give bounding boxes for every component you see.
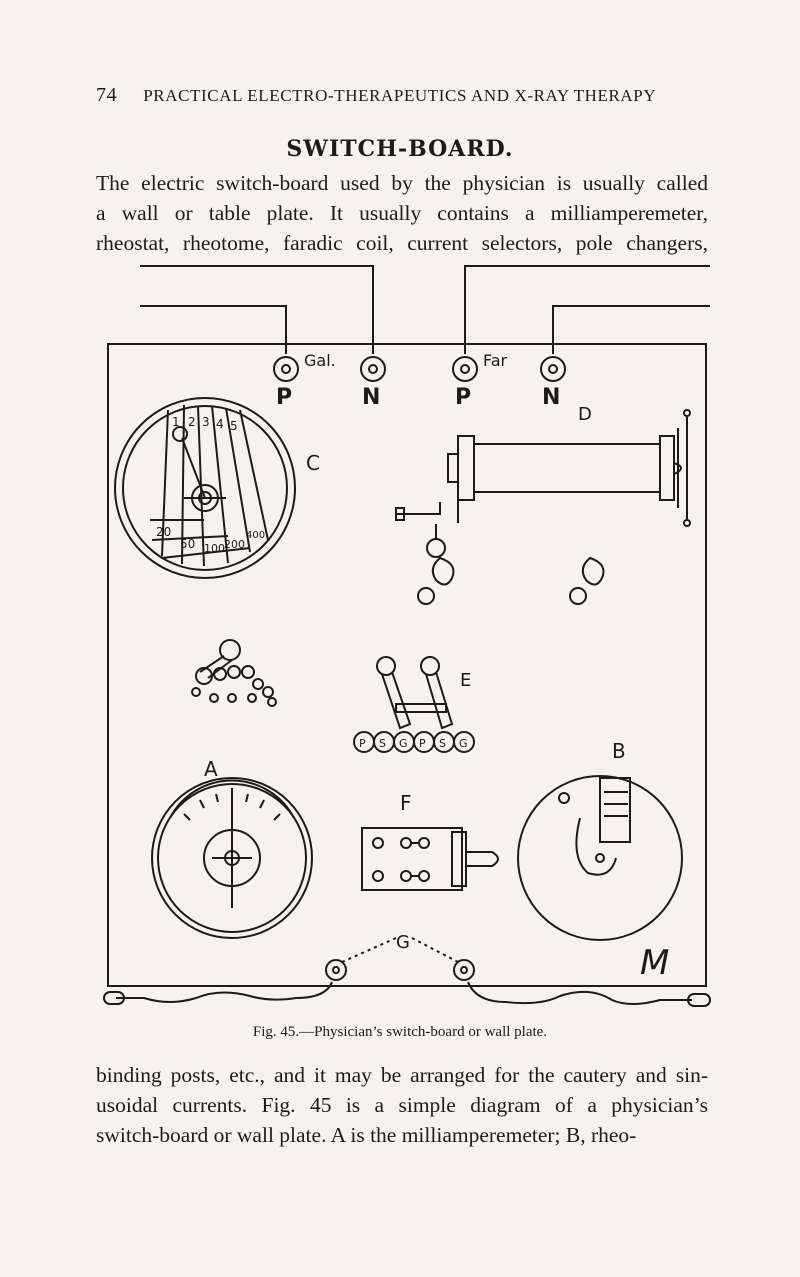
label-c: C: [306, 451, 320, 475]
page-number: 74: [96, 84, 118, 106]
section-title: SWITCH-BOARD.: [286, 136, 514, 162]
pole-changer: [191, 639, 277, 707]
selector-posts: [353, 731, 475, 753]
paragraph-1: The electric switch-board used by the ph…: [96, 168, 708, 258]
board-outline: [107, 343, 707, 987]
faradic-terminal-label: Far: [483, 351, 508, 370]
label-a: A: [204, 757, 218, 781]
binding-post: [360, 356, 386, 382]
figure-caption: Fig. 45.—Physician’s switch-board or wal…: [252, 1024, 548, 1040]
selector-post-letter: S: [379, 737, 386, 750]
paragraph-2: binding posts, etc., and it may be arran…: [96, 1060, 708, 1150]
figure-45: Gal. Far P N P N: [100, 258, 720, 1018]
supply-wires: [140, 265, 710, 354]
faradic-coil: [395, 409, 691, 605]
galvanic-terminal-label: Gal.: [304, 351, 336, 370]
running-head-title: PRACTICAL ELECTRO-THERAPEUTICS AND X-RAY…: [143, 86, 657, 105]
selector-post-letter: P: [359, 737, 366, 750]
selector-post-letter: S: [439, 737, 446, 750]
rheotome: [361, 827, 499, 891]
pole-label: N: [362, 385, 380, 410]
selector-post-letter: G: [459, 737, 468, 750]
bottom-binding-posts: [325, 937, 475, 981]
pole-label: N: [542, 385, 560, 410]
rheostat-scale-label: 20: [156, 525, 171, 539]
binding-post: [273, 356, 299, 382]
paragraph-1-line: The electric switch-board used by the ph…: [96, 171, 708, 195]
rheostat-scale-label: 400: [246, 530, 265, 541]
rheostat-scale-label: 3: [202, 415, 210, 429]
label-f: F: [400, 791, 412, 815]
paragraph-1-line: a wall or table plate. It usually contai…: [96, 201, 708, 225]
milliamperemeter: [151, 777, 313, 939]
label-d: D: [578, 404, 592, 425]
pole-label: P: [455, 385, 471, 410]
rheostat-scale-label: 200: [224, 538, 245, 551]
rheostat-dial: [114, 397, 296, 579]
selector-post-letter: G: [399, 737, 408, 750]
rheostat-scale-label: 100: [204, 542, 225, 555]
paragraph-2-line: usoidal currents. Fig. 45 is a simple di…: [96, 1093, 708, 1117]
label-e: E: [460, 670, 471, 691]
pole-label: P: [276, 385, 292, 410]
switchboard-diagram: Gal. Far P N P N: [103, 265, 711, 1007]
rheostat-scale-label: 2: [188, 415, 196, 429]
label-b: B: [612, 739, 626, 763]
rheotome-b-disk: [517, 775, 683, 941]
rheostat-scale-label: 50: [180, 537, 195, 551]
current-selector: [376, 656, 454, 730]
binding-post: [452, 356, 478, 382]
rheostat-scale-label: 5: [230, 419, 238, 433]
selector-post-letter: P: [419, 737, 426, 750]
paragraph-2-line: binding posts, etc., and it may be arran…: [96, 1063, 708, 1087]
binding-post: [540, 356, 566, 382]
running-head: 74 PRACTICAL ELECTRO-THERAPEUTICS AND X-…: [96, 84, 696, 107]
paragraph-2-line: switch-board or wall plate. A is the mil…: [96, 1123, 637, 1147]
label-g: G: [396, 932, 410, 953]
paragraph-1-line: rheostat, rheotome, faradic coil, curren…: [96, 231, 708, 255]
rheostat-scale-label: 4: [216, 417, 224, 431]
electrode-cords: [103, 981, 711, 1007]
rheostat-scale-label: 1: [172, 415, 180, 429]
illustrator-monogram: M: [640, 943, 669, 983]
